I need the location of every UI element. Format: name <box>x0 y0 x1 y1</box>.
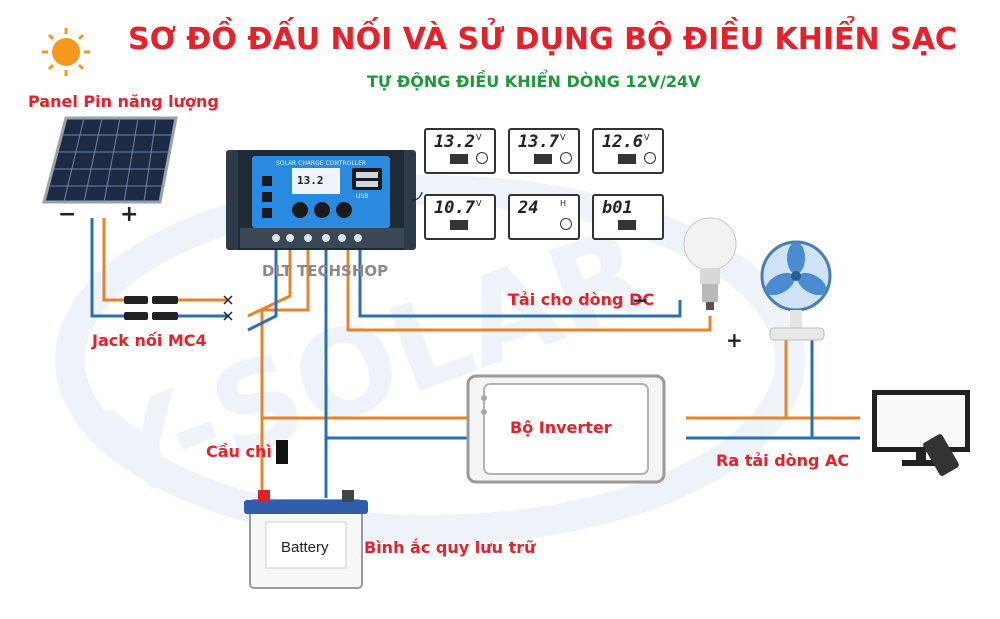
lcd-panel: 24 H <box>508 194 580 240</box>
bulb-status-icon <box>560 218 572 230</box>
battery-level-icon <box>450 154 468 164</box>
svg-text:SOLAR CHARGE CONTROLLER: SOLAR CHARGE CONTROLLER <box>276 160 366 167</box>
sun-icon <box>42 28 90 76</box>
lcd-panel: 13.7 V <box>508 128 580 174</box>
ac-load-label: Ra tải dòng AC <box>716 451 850 470</box>
lcd-unit: H <box>560 199 567 208</box>
solar-panel-icon <box>42 116 178 204</box>
watermark: Y-SOLAR <box>55 175 805 545</box>
dc-load-label: Tải cho dòng DC <box>508 290 655 309</box>
mc4-label: Jack nối MC4 <box>92 331 207 350</box>
svg-text:USB: USB <box>356 193 368 200</box>
lcd-unit: V <box>644 133 650 142</box>
lcd-unit: V <box>476 199 482 208</box>
charge-controller: SOLAR CHARGE CONTROLLER 13.2 USB <box>226 150 416 250</box>
solar-panel-label: Panel Pin năng lượng <box>28 92 219 111</box>
lcd-panel: 12.6 V <box>592 128 664 174</box>
lcd-value: b01 <box>602 198 633 218</box>
dc-plus-sign: + <box>726 328 743 352</box>
lcd-panel: b01 <box>592 194 664 240</box>
dc-minus-sign: − <box>632 288 649 312</box>
battery-label: Bình ắc quy lưu trữ <box>364 538 536 557</box>
bulb-status-icon <box>476 152 488 164</box>
battery-level-icon <box>618 220 636 230</box>
tv-icon <box>872 390 970 476</box>
fuse-icon <box>276 440 288 464</box>
panel-plus-sign: + <box>120 202 139 227</box>
lcd-unit: V <box>476 133 482 142</box>
inverter-label: Bộ Inverter <box>510 418 612 437</box>
lcd-panel: 10.7 V <box>424 194 496 240</box>
lcd-value: 13.2 <box>434 132 475 152</box>
page-title: SƠ ĐỒ ĐẤU NỐI VÀ SỬ DỤNG BỘ ĐIỀU KHIỂN S… <box>128 22 957 57</box>
battery-level-icon <box>618 154 636 164</box>
lcd-value: 13.7 <box>518 132 559 152</box>
bulb-status-icon <box>644 152 656 164</box>
lcd-callout-arrow <box>411 191 423 201</box>
negative-wires <box>90 218 860 498</box>
inverter-box <box>466 374 666 484</box>
panel-minus-sign: − <box>58 202 77 227</box>
positive-wires <box>102 218 860 498</box>
battery-level-icon <box>534 154 552 164</box>
switch-marks <box>223 295 233 321</box>
lcd-unit: V <box>560 133 566 142</box>
lcd-value: 10.7 <box>434 198 475 218</box>
lcd-panel: 13.2 V <box>424 128 496 174</box>
bulb-status-icon <box>560 152 572 164</box>
lcd-value: 12.6 <box>602 132 643 152</box>
fan-icon <box>760 240 832 341</box>
brand-label: DLT TECHSHOP <box>262 262 389 280</box>
battery-text: Battery <box>281 539 329 556</box>
page-subtitle: TỰ ĐỘNG ĐIỀU KHIỂN DÒNG 12V/24V <box>367 72 701 91</box>
battery-icon <box>244 490 368 589</box>
svg-text:13.2: 13.2 <box>297 174 324 187</box>
mc4-connector-icon <box>124 296 178 320</box>
lcd-value: 24 <box>518 198 539 218</box>
fuse-label: Cầu chì <box>206 442 272 461</box>
battery-level-icon <box>450 220 468 230</box>
bulb-icon <box>683 217 737 310</box>
